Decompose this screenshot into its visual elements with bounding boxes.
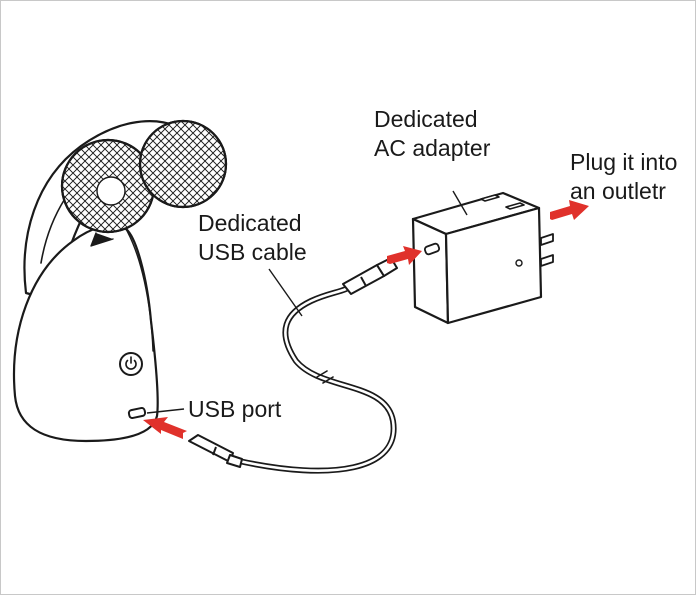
massager-device [13, 119, 228, 443]
outlet-label: Plug it into an outletr [570, 148, 677, 206]
adapter-usb-port[interactable] [423, 242, 441, 256]
ac-adapter-label: Dedicated AC adapter [374, 105, 490, 163]
usb-plug-adapter-end [342, 257, 398, 295]
ac-adapter-leader-line [452, 190, 468, 216]
usb-cable [236, 286, 397, 474]
adapter-prongs [540, 233, 554, 267]
outlet-label-line-1: Plug it into [570, 149, 678, 175]
usb-port-leader-line [146, 408, 185, 414]
usb-cable-label: Dedicated USB cable [198, 209, 307, 267]
insert-arrow-adapter [387, 246, 422, 265]
ac-adapter-label-line-1: Dedicated [374, 106, 478, 132]
usb-cable-leader-line [268, 268, 303, 317]
massage-head-right [138, 119, 228, 209]
usb-cable-label-line-2: USB cable [198, 239, 307, 265]
adapter-front [411, 217, 450, 325]
usb-cable-label-line-1: Dedicated [198, 210, 302, 236]
ac-adapter-label-line-2: AC adapter [374, 135, 491, 161]
outlet-label-line-2: an outletr [570, 178, 666, 204]
device-usb-port[interactable] [127, 406, 147, 420]
plug-in-arrow-outlet [550, 200, 589, 220]
insert-arrow-device [143, 417, 187, 439]
usb-port-label: USB port [188, 395, 281, 424]
power-button[interactable] [119, 352, 143, 376]
ac-adapter [411, 191, 554, 325]
adapter-side [444, 206, 543, 325]
power-icon [125, 356, 137, 370]
usb-plug-device-end [188, 434, 243, 468]
massage-head-left [60, 138, 156, 234]
usb-port-label-text: USB port [188, 396, 282, 422]
